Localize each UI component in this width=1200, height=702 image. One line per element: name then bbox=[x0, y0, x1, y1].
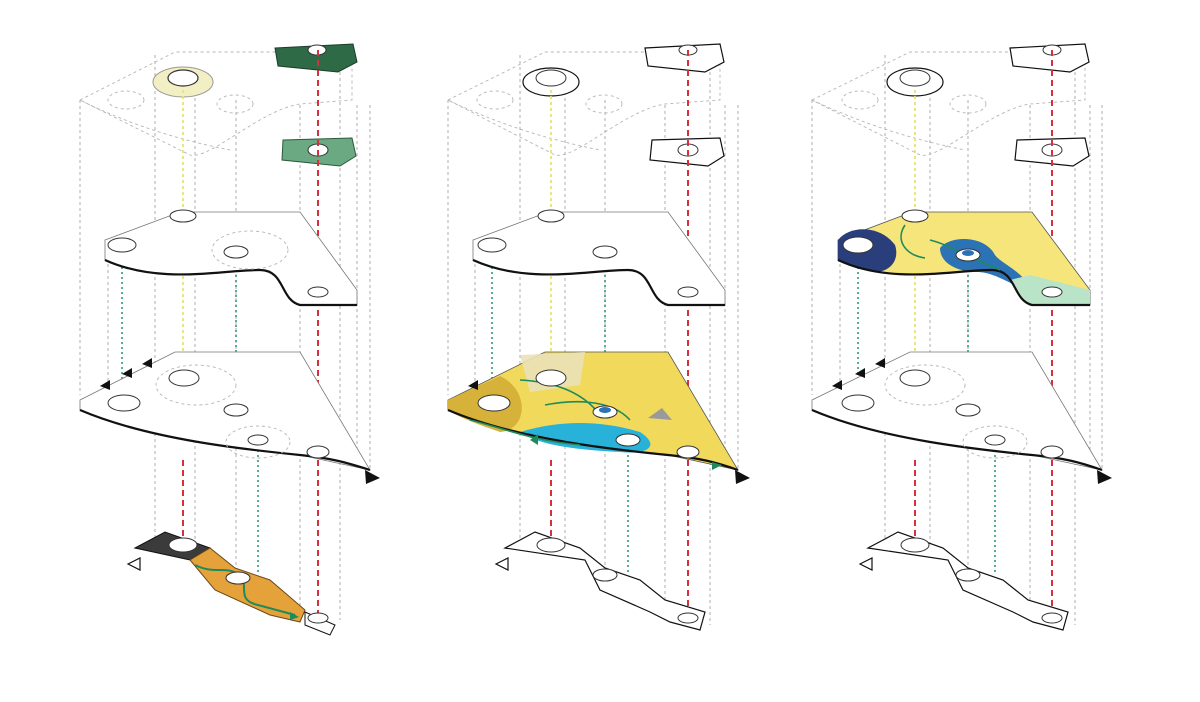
roof-terrace-upper bbox=[644, 43, 725, 73]
grid-lines bbox=[79, 55, 371, 620]
roof-terrace-upper bbox=[274, 43, 358, 73]
floor-2-outline bbox=[811, 351, 1103, 472]
floor-3-zones bbox=[837, 209, 1091, 307]
ground-floor bbox=[866, 531, 1069, 631]
entrance-arrow-icons bbox=[832, 358, 1112, 484]
roof-outline bbox=[78, 51, 353, 156]
green-core-lines bbox=[491, 252, 629, 575]
core-ring bbox=[886, 67, 944, 97]
panel-3 bbox=[810, 43, 1112, 631]
entrance-arrow-outline-icon bbox=[494, 557, 509, 571]
entrance-arrow-outline-icon bbox=[126, 557, 141, 571]
roof-outline bbox=[810, 51, 1086, 156]
ground-floor bbox=[133, 531, 336, 636]
roof-outline bbox=[447, 51, 721, 156]
ground-floor bbox=[503, 531, 706, 631]
floor-3-outline bbox=[104, 209, 358, 307]
panel-1 bbox=[78, 43, 380, 636]
floor-3-outline bbox=[472, 209, 726, 307]
entrance-arrow-icons bbox=[100, 358, 380, 484]
entrance-arrow-outline-icon bbox=[858, 557, 873, 571]
green-core-lines bbox=[121, 252, 259, 575]
floor-2-outline bbox=[79, 351, 371, 472]
entrance-arrow-icons bbox=[468, 380, 750, 484]
panel-2 bbox=[447, 43, 750, 631]
floor-2-zones bbox=[447, 351, 739, 472]
roof-terrace-upper bbox=[1009, 43, 1090, 73]
